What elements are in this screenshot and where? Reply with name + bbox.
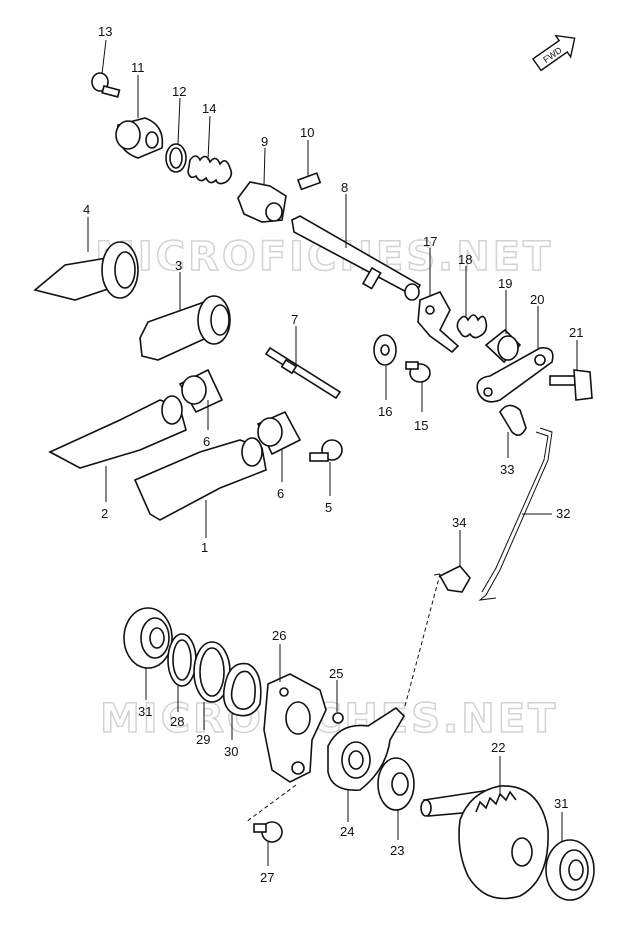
part-1-valve xyxy=(133,437,267,521)
part-34-clip xyxy=(438,565,471,593)
label-30: 30 xyxy=(224,744,238,759)
label-16: 16 xyxy=(378,404,392,419)
part-19-collar xyxy=(484,328,522,364)
leader-lines xyxy=(87,39,578,866)
label-7: 7 xyxy=(291,312,298,327)
part-31-bearing-right xyxy=(545,839,595,901)
label-18: 18 xyxy=(458,252,472,267)
label-20: 20 xyxy=(530,292,544,307)
part-28-ring xyxy=(167,633,197,687)
part-12-oring xyxy=(165,143,187,173)
part-8-shaft xyxy=(291,215,422,301)
part-18-spring xyxy=(456,314,488,339)
label-25: 25 xyxy=(329,666,343,681)
label-14: 14 xyxy=(202,101,216,116)
part-30-gasket xyxy=(222,662,262,717)
label-21: 21 xyxy=(569,325,583,340)
part-27-screw xyxy=(253,821,283,843)
part-4-valve xyxy=(33,241,139,301)
label-22: 22 xyxy=(491,740,505,755)
label-29: 29 xyxy=(196,732,210,747)
label-12: 12 xyxy=(172,84,186,99)
part-21-bolt xyxy=(549,369,593,401)
part-11-cap xyxy=(115,117,164,159)
label-31-left: 31 xyxy=(138,704,152,719)
label-1: 1 xyxy=(201,540,208,555)
part-22-gear xyxy=(420,785,549,900)
label-28: 28 xyxy=(170,714,184,729)
label-32: 32 xyxy=(556,506,570,521)
part-9-lever xyxy=(237,181,287,223)
label-11: 11 xyxy=(131,60,145,75)
part-15-screw xyxy=(405,361,431,383)
part-3-valve xyxy=(139,295,231,361)
part-33-clip xyxy=(499,404,527,436)
part-6-collar-lower xyxy=(256,410,302,456)
part-10-screw xyxy=(296,172,322,191)
label-33: 33 xyxy=(500,462,514,477)
label-27: 27 xyxy=(260,870,274,885)
label-26: 26 xyxy=(272,628,286,643)
part-32-rod xyxy=(478,427,553,601)
label-3: 3 xyxy=(175,258,182,273)
label-2: 2 xyxy=(101,506,108,521)
part-26-housing xyxy=(263,673,327,783)
label-5: 5 xyxy=(325,500,332,515)
label-13: 13 xyxy=(98,24,112,39)
label-31-right: 31 xyxy=(554,796,568,811)
label-34: 34 xyxy=(452,515,466,530)
guide-lines xyxy=(245,573,441,823)
label-24: 24 xyxy=(340,824,354,839)
part-24-cam xyxy=(327,706,406,791)
part-20-link-plate xyxy=(476,346,554,403)
fwd-arrow-icon: FWD xyxy=(531,34,576,72)
part-23-washer xyxy=(377,757,415,811)
part-13-bolt xyxy=(91,72,121,98)
part-31-bearing-left xyxy=(123,607,173,669)
part-5-bolt xyxy=(309,439,343,462)
label-10: 10 xyxy=(300,125,314,140)
label-4: 4 xyxy=(83,202,90,217)
label-17: 17 xyxy=(423,234,437,249)
part-7-pin xyxy=(264,346,342,400)
label-23: 23 xyxy=(390,843,404,858)
label-15: 15 xyxy=(414,418,428,433)
label-9: 9 xyxy=(261,134,268,149)
part-17-bracket xyxy=(417,290,460,354)
label-8: 8 xyxy=(341,180,348,195)
part-14-spring xyxy=(187,155,233,185)
part-2-valve xyxy=(48,395,187,469)
part-6-collar-upper xyxy=(178,368,224,414)
watermark-bottom: MICROFICHES.NET xyxy=(100,696,558,742)
label-6-lower: 6 xyxy=(277,486,284,501)
part-16-washer xyxy=(373,334,397,366)
label-6-upper: 6 xyxy=(203,434,210,449)
part-labels: 13 11 12 14 9 10 8 4 3 7 17 18 19 20 21 … xyxy=(83,24,583,885)
label-19: 19 xyxy=(498,276,512,291)
part-25-ball xyxy=(332,712,344,724)
